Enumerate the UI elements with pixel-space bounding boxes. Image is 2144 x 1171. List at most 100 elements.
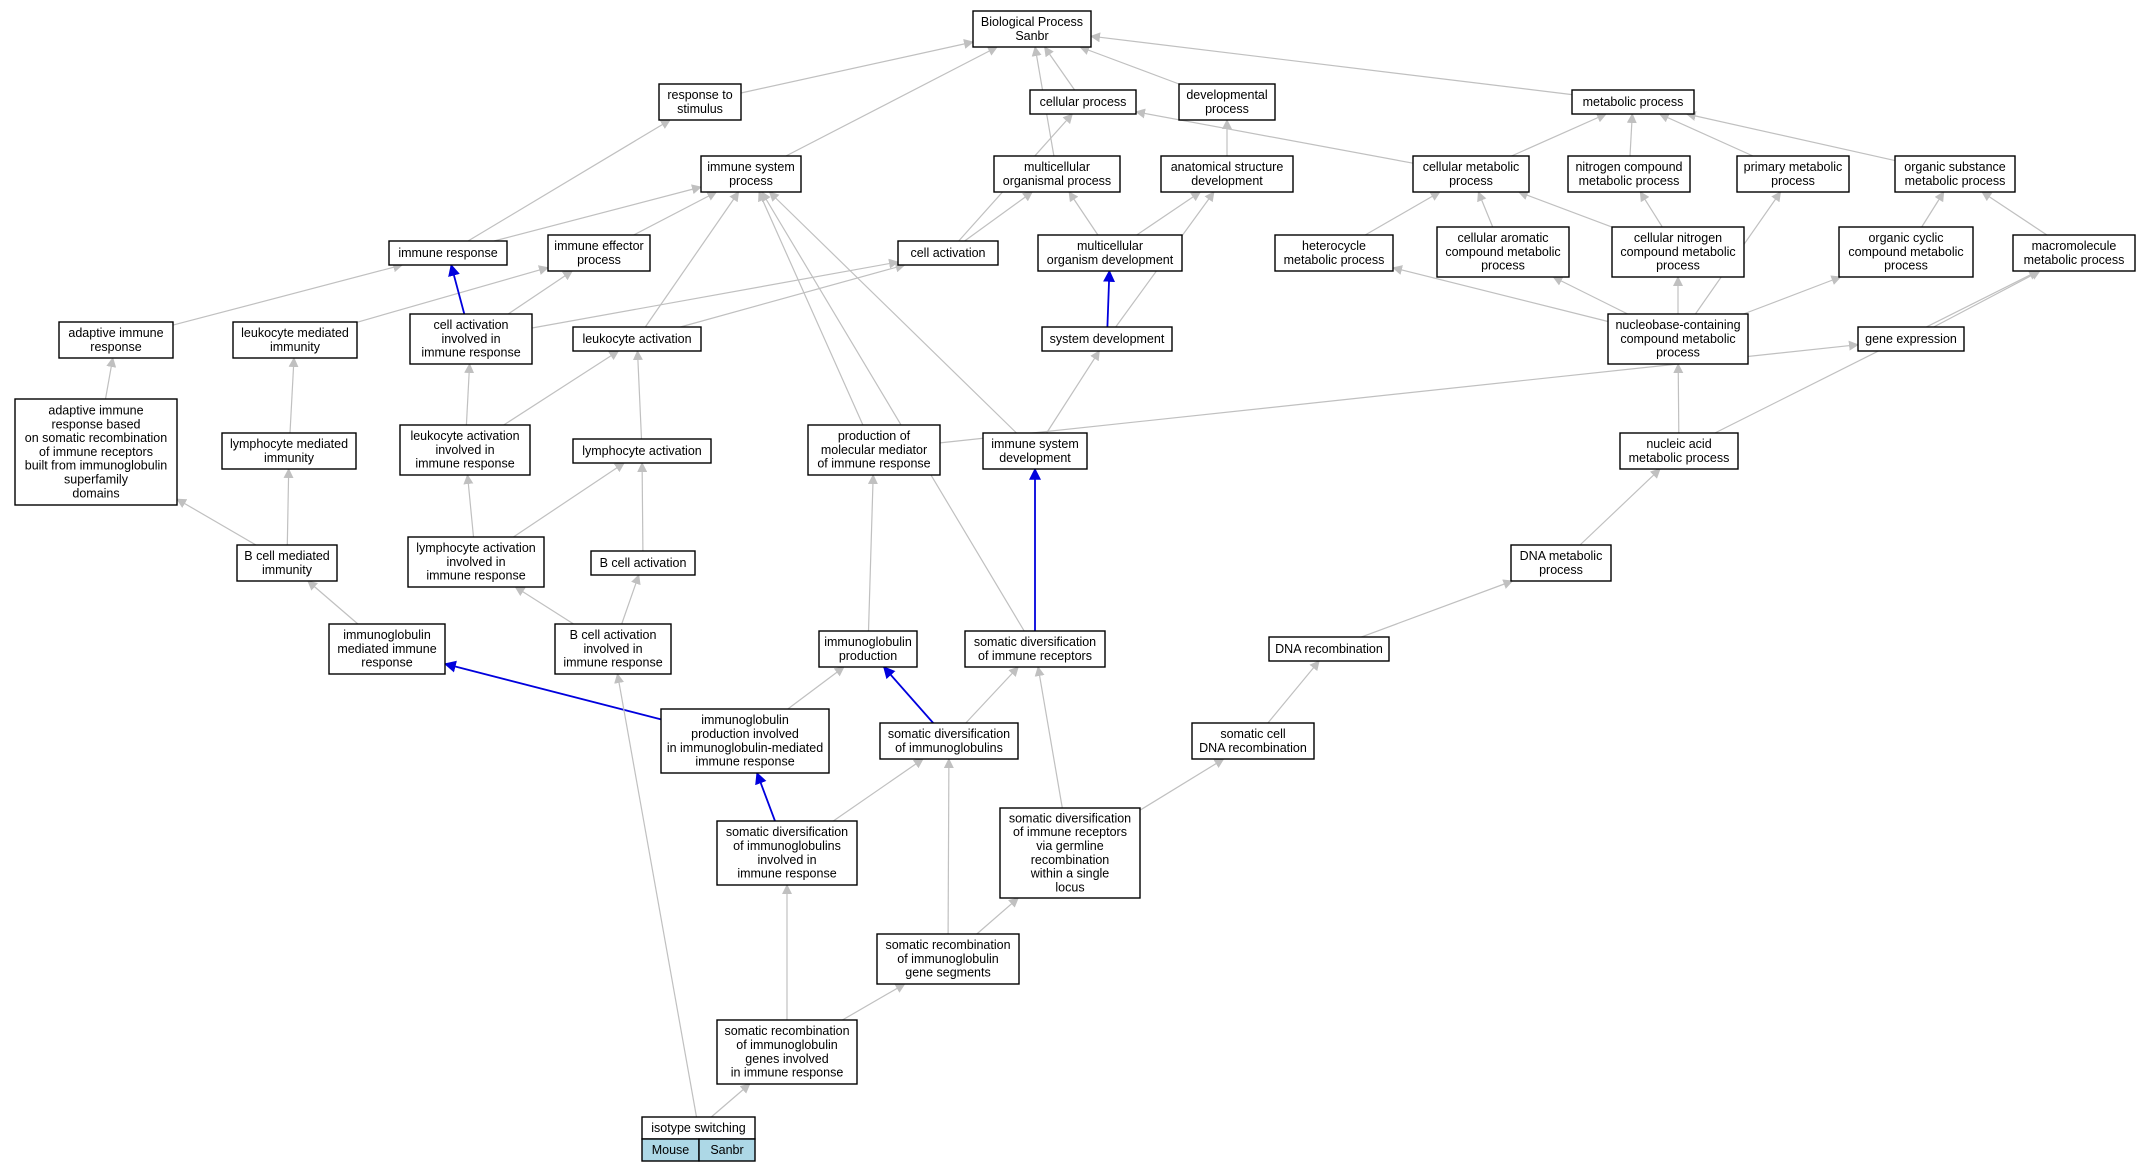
node-system-dev[interactable]: system development <box>1041 326 1173 352</box>
node-box[interactable] <box>407 536 545 588</box>
node-lymph-activation[interactable]: lymphocyte activation <box>572 438 712 464</box>
node-immune-response[interactable]: immune response <box>388 240 508 266</box>
node-dna-recomb[interactable]: DNA recombination <box>1268 636 1390 662</box>
node-box[interactable] <box>1037 234 1183 272</box>
node-box[interactable] <box>388 240 508 266</box>
node-box[interactable] <box>1857 326 1965 352</box>
node-box[interactable] <box>409 313 533 365</box>
node-box[interactable] <box>999 807 1141 899</box>
node-box[interactable] <box>590 550 696 576</box>
node-box[interactable] <box>2012 234 2136 272</box>
node-box[interactable] <box>1607 313 1749 365</box>
node-box[interactable] <box>58 321 174 359</box>
node-box[interactable] <box>1838 226 1974 278</box>
node-box[interactable] <box>1567 155 1691 193</box>
node-gene-expression[interactable]: gene expression <box>1857 326 1965 352</box>
node-box[interactable] <box>1029 89 1137 115</box>
node-box[interactable] <box>1412 155 1530 193</box>
node-box[interactable] <box>1274 234 1394 272</box>
node-box[interactable] <box>1894 155 2016 193</box>
node-cellular[interactable]: cellular process <box>1029 89 1137 115</box>
node-box[interactable] <box>1191 722 1315 760</box>
node-box[interactable] <box>1736 155 1850 193</box>
node-box[interactable] <box>572 326 702 352</box>
node-box[interactable] <box>1611 226 1745 278</box>
node-box[interactable] <box>1041 326 1173 352</box>
node-bcell-activation[interactable]: B cell activation <box>590 550 696 576</box>
node-box[interactable] <box>897 240 999 266</box>
node-leuk-activation[interactable]: leukocyte activation <box>572 326 702 352</box>
node-box[interactable] <box>660 708 830 774</box>
node-box[interactable] <box>879 722 1019 760</box>
node-box[interactable] <box>972 10 1092 48</box>
node-box[interactable] <box>982 432 1088 470</box>
node-box[interactable] <box>807 424 941 476</box>
node-box[interactable] <box>876 933 1020 985</box>
node-box[interactable] <box>399 424 531 476</box>
node-box[interactable] <box>1268 636 1390 662</box>
node-cell-activation[interactable]: cell activation <box>897 240 999 266</box>
node-box[interactable] <box>547 234 651 272</box>
node-box[interactable] <box>1510 544 1612 582</box>
node-box[interactable] <box>1619 432 1739 470</box>
node-box[interactable] <box>328 623 446 675</box>
node-box[interactable] <box>716 1019 858 1085</box>
node-box[interactable] <box>818 630 918 668</box>
node-box[interactable] <box>554 623 672 675</box>
node-box[interactable] <box>1571 89 1695 115</box>
node-box[interactable] <box>964 630 1106 668</box>
node-box[interactable] <box>700 155 802 193</box>
node-box[interactable] <box>1436 226 1570 278</box>
node-metabolic[interactable]: metabolic process <box>1571 89 1695 115</box>
node-box[interactable] <box>236 544 338 582</box>
node-box[interactable] <box>14 398 178 506</box>
node-box[interactable] <box>658 83 742 121</box>
node-box[interactable] <box>221 432 357 470</box>
node-box[interactable] <box>1178 83 1276 121</box>
node-box[interactable] <box>716 820 858 886</box>
node-box[interactable] <box>1160 155 1294 193</box>
node-box[interactable] <box>572 438 712 464</box>
node-box[interactable] <box>232 321 358 359</box>
node-isotype[interactable]: isotype switching <box>641 1116 756 1140</box>
